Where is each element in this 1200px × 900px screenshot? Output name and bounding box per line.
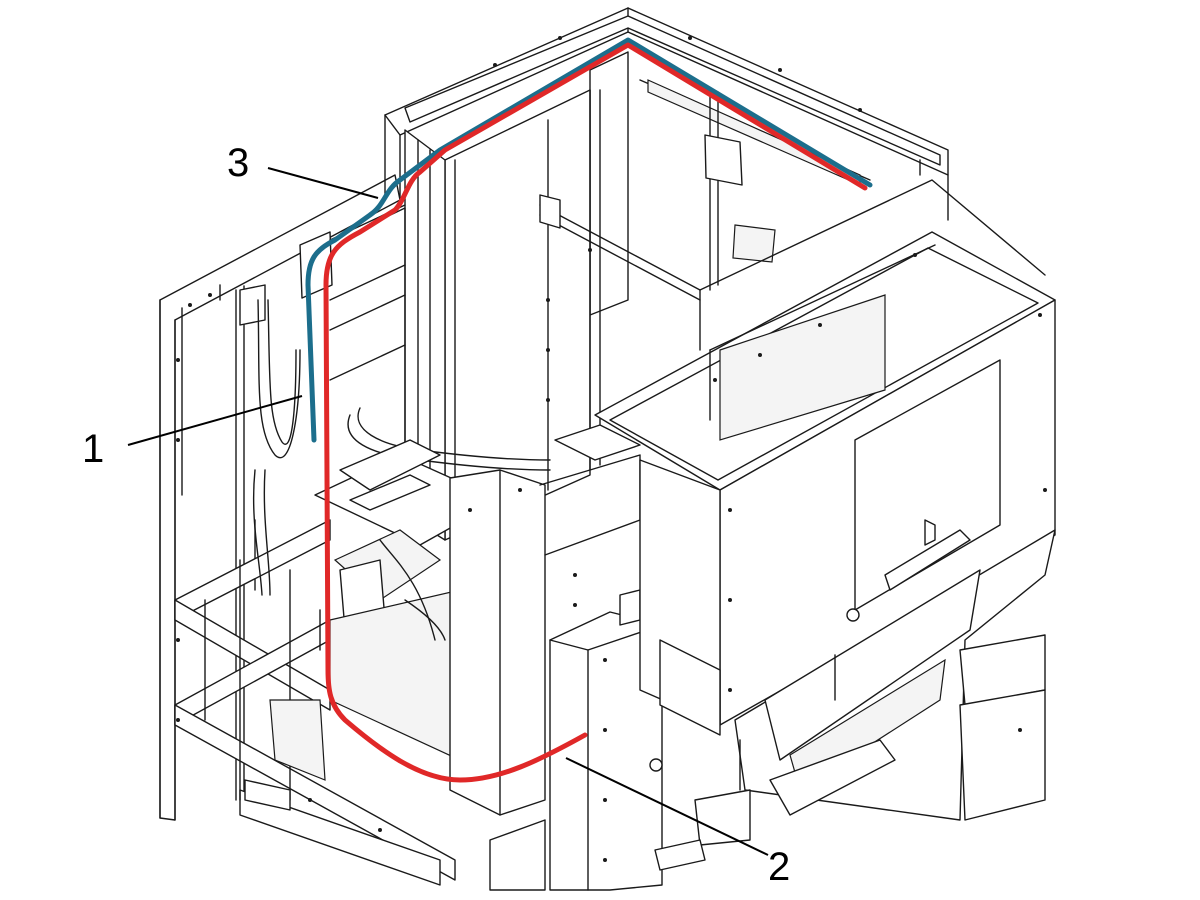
- left-frame-uprights: [235, 285, 256, 801]
- blue-cable: [305, 37, 873, 443]
- callout-label-2: 2: [768, 845, 790, 889]
- left-side-panel: [159, 174, 401, 821]
- center-tower: [404, 89, 701, 541]
- hopper-front: [719, 299, 1056, 726]
- column-2: [549, 589, 663, 891]
- leader-line-3: [267, 167, 379, 199]
- lower-left-frame: [174, 519, 456, 886]
- leader-line-2: [565, 757, 769, 856]
- callout-label-1: 1: [82, 427, 104, 471]
- fastener-dots: [176, 36, 1047, 862]
- callout-3: 3: [227, 141, 379, 199]
- red-cable: [323, 42, 868, 783]
- callout-label-3: 3: [227, 141, 249, 185]
- front-upright-panel: [449, 424, 641, 891]
- top-frame: [384, 7, 949, 221]
- callout-1: 1: [82, 395, 303, 471]
- discharge-chute: [654, 529, 1056, 871]
- callout-2: 2: [565, 757, 790, 889]
- hopper-top: [594, 179, 1056, 491]
- leader-line-1: [127, 395, 303, 446]
- hopper-left-side: [639, 459, 721, 736]
